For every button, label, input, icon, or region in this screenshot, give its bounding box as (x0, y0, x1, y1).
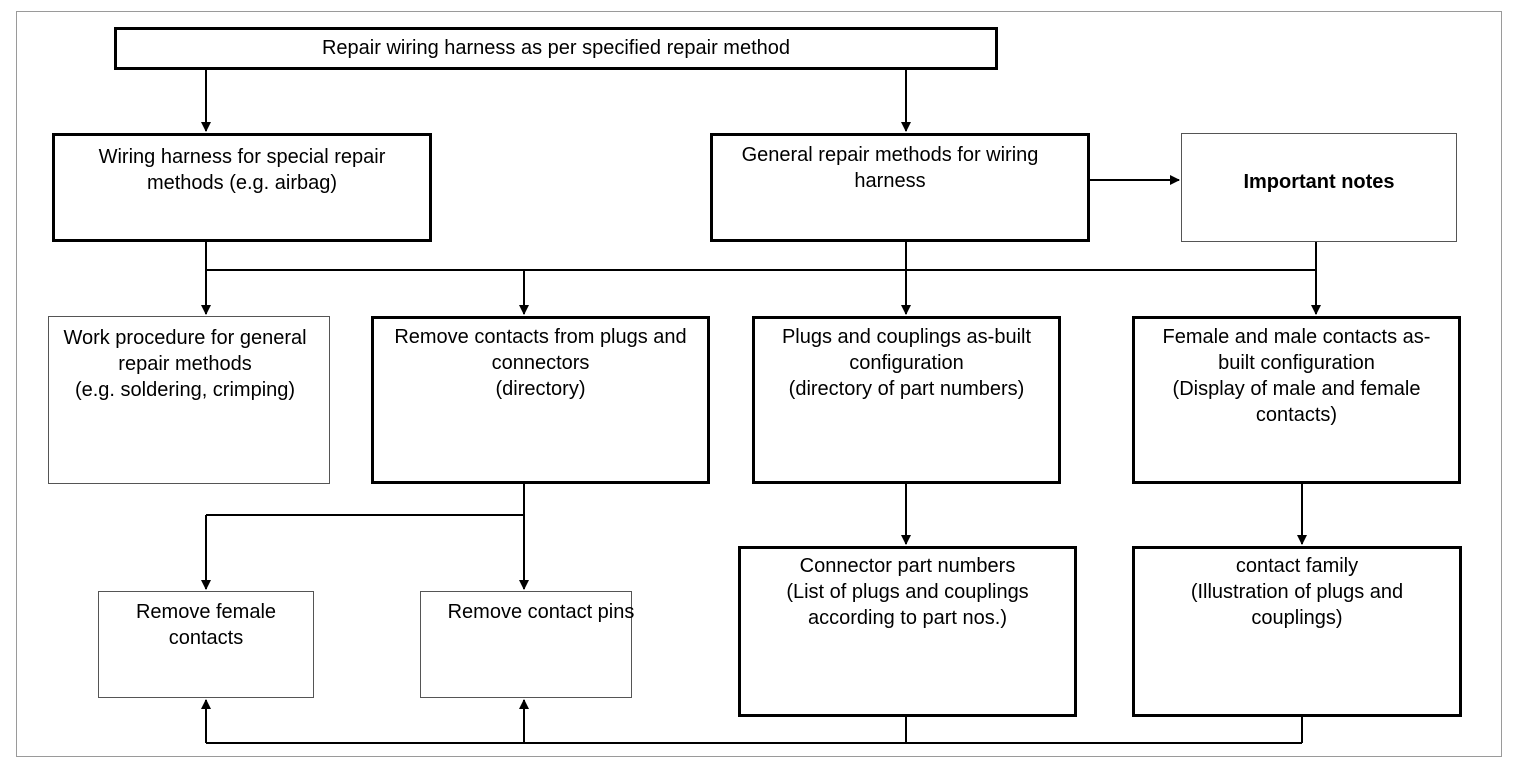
work-procedure-label: Work procedure for general repair method… (63, 327, 307, 401)
node-general-repair (710, 133, 1090, 242)
remove-pins-label: Remove contact pins (447, 601, 635, 623)
female-male-label: Female and male contacts as- built confi… (1162, 326, 1431, 426)
node-remove-contacts (371, 316, 710, 484)
node-remove-female (98, 591, 314, 698)
node-plugs-couplings (752, 316, 1061, 484)
node-female-male (1132, 316, 1461, 484)
plugs-couplings-label: Plugs and couplings as-built configurati… (781, 326, 1032, 400)
diagram-frame (16, 11, 1502, 757)
node-important-notes (1181, 133, 1457, 242)
remove-contacts-label: Remove contacts from plugs and connector… (394, 326, 687, 400)
contact-family-label: contact family (Illustration of plugs an… (1190, 555, 1404, 629)
connector-parts-label: Connector part numbers (List of plugs an… (786, 555, 1029, 629)
general-repair-label: General repair methods for wiring harnes… (741, 144, 1039, 192)
node-connector-parts (738, 546, 1077, 717)
node-root (114, 27, 998, 70)
node-contact-family (1132, 546, 1462, 717)
node-remove-pins (420, 591, 632, 698)
important-notes-label: Important notes (1243, 171, 1395, 193)
node-work-procedure (48, 316, 330, 484)
root-label: Repair wiring harness as per specified r… (321, 37, 790, 59)
node-special-repair (52, 133, 432, 242)
special-repair-label: Wiring harness for special repair method… (98, 146, 386, 194)
remove-female-label: Remove female contacts (135, 601, 277, 649)
